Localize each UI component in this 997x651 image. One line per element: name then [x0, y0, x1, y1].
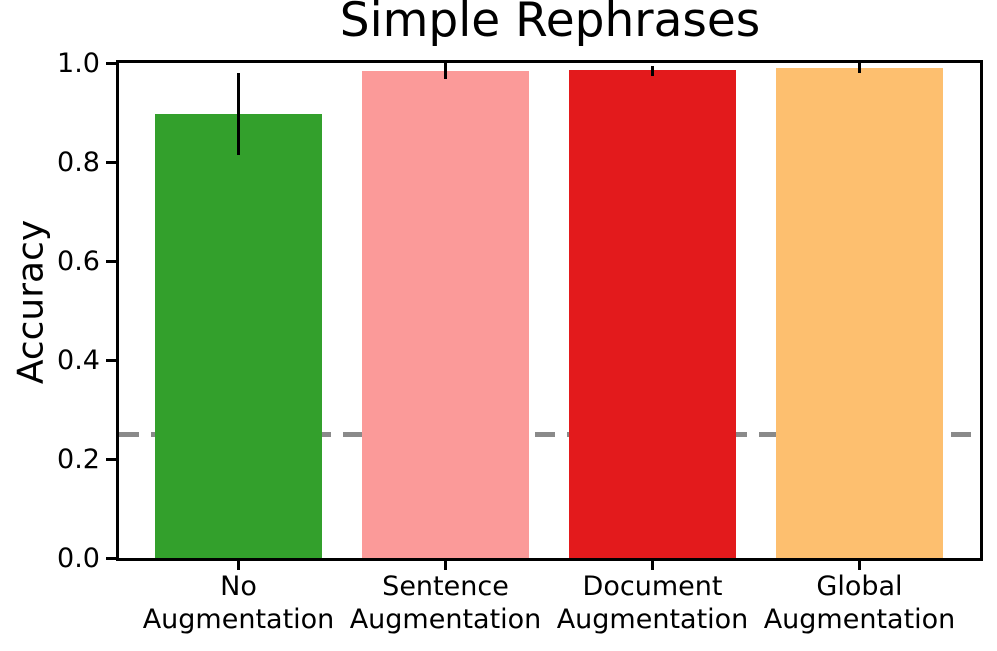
- plot-area: [119, 63, 980, 558]
- x-tick-label-line: Augmentation: [556, 604, 749, 635]
- bar-no: [155, 114, 322, 558]
- bar-global: [776, 67, 943, 558]
- y-tick-label: 1.0: [57, 47, 100, 79]
- x-tick: [444, 561, 447, 570]
- error-bar: [237, 72, 240, 156]
- x-tick-label-line: Augmentation: [142, 604, 335, 635]
- bar-document: [569, 70, 736, 558]
- reference-line: [119, 431, 980, 437]
- y-tick: [106, 457, 116, 461]
- y-tick-label: 0.2: [57, 443, 100, 475]
- x-tick-label-line: Sentence: [382, 571, 509, 602]
- x-tick: [651, 561, 654, 570]
- y-tick-label: 0.6: [57, 245, 100, 277]
- chart-title: Simple Rephrases: [339, 0, 761, 48]
- x-tick-label-line: Global: [816, 571, 903, 602]
- y-tick-label: 0.8: [57, 146, 100, 178]
- bar-sentence: [362, 70, 529, 558]
- x-tick-label-line: Augmentation: [763, 604, 956, 635]
- y-tick: [106, 160, 116, 164]
- y-tick: [106, 61, 116, 65]
- y-tick-label: 0.4: [57, 344, 100, 376]
- y-tick: [106, 259, 116, 263]
- x-tick: [858, 561, 861, 570]
- x-tick: [237, 561, 240, 570]
- x-tick-label-line: Augmentation: [349, 604, 542, 635]
- x-tick-label-line: No: [220, 571, 257, 602]
- y-tick-label: 0.0: [57, 542, 100, 574]
- y-tick: [106, 358, 116, 362]
- error-bar: [858, 63, 861, 73]
- error-bar: [444, 63, 447, 79]
- error-bar: [651, 65, 654, 76]
- y-tick: [106, 556, 116, 560]
- x-tick-label-line: Document: [582, 571, 723, 602]
